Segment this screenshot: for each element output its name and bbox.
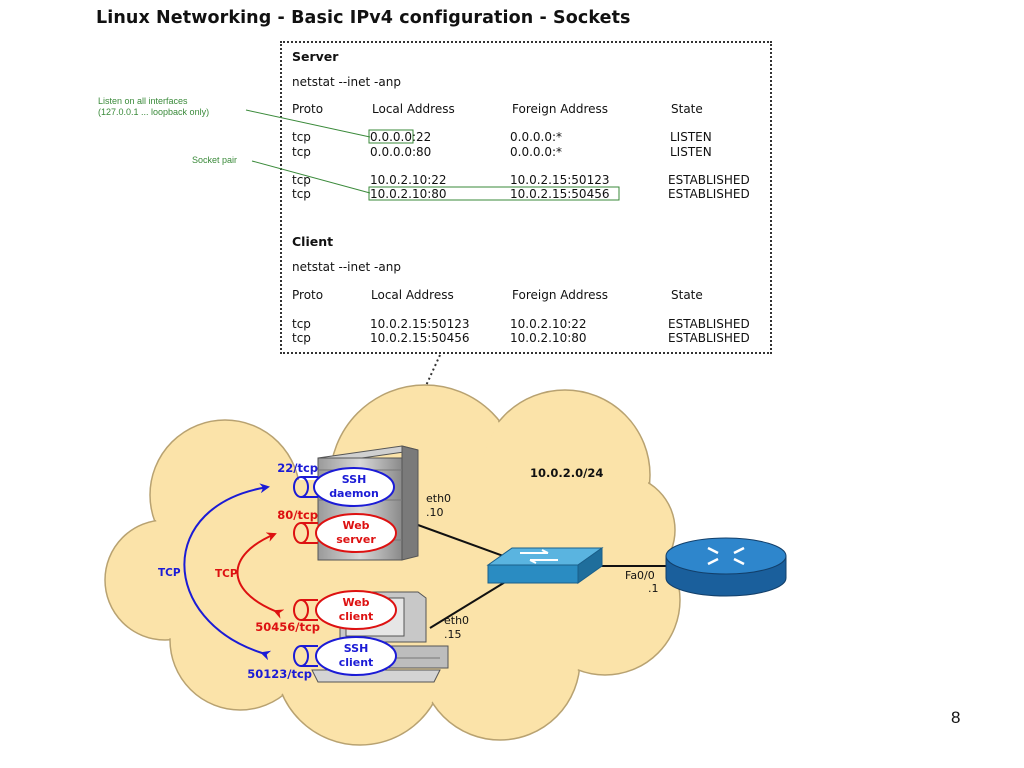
web-server-label-l2: server <box>336 533 376 546</box>
server-heading: Server <box>292 49 339 64</box>
server-row2-foreign: 0.0.0.0:* <box>510 145 563 159</box>
port-80-label: 80/tcp <box>277 508 318 522</box>
client-row2-state: ESTABLISHED <box>668 331 750 345</box>
server-iface-label: eth0 <box>426 492 451 505</box>
socket-pair-leader-line <box>251 160 371 194</box>
ssh-tcp-arrow <box>183 483 272 661</box>
switch-icon <box>486 547 604 584</box>
server-row2-local: 0.0.0.0:80 <box>370 145 432 159</box>
server-row1-local: 0.0.0.0:22 <box>370 130 432 144</box>
server-row4-state: ESTABLISHED <box>668 187 750 201</box>
server-row4-proto: tcp <box>292 187 311 201</box>
client-command: netstat --inet -anp <box>292 260 401 274</box>
ssh-daemon-label-l2: daemon <box>329 487 379 500</box>
web-client-process <box>293 590 397 630</box>
router-ip-label: .1 <box>648 582 659 595</box>
server-row1-foreign: 0.0.0.0:* <box>510 130 563 144</box>
server-header-local: Local Address <box>372 102 455 116</box>
ssh-daemon-label-l1: SSH <box>342 473 367 486</box>
netstat-output-box: Server netstat --inet -anp Proto Local A… <box>280 41 772 354</box>
client-ip-label: .15 <box>444 628 462 641</box>
slide-title: Linux Networking - Basic IPv4 configurat… <box>96 8 631 28</box>
server-command: netstat --inet -anp <box>292 75 401 89</box>
router-icon <box>665 537 787 597</box>
listen-leader-line <box>245 109 371 138</box>
client-row2-foreign: 10.0.2.10:80 <box>510 331 587 345</box>
client-row1-state: ESTABLISHED <box>668 317 750 331</box>
port-50456-label: 50456/tcp <box>255 620 320 634</box>
tcp-outer-label: TCP <box>158 567 181 579</box>
server-row2-proto: tcp <box>292 145 311 159</box>
ssh-daemon-process <box>293 467 395 507</box>
subnet-label: 10.0.2.0/24 <box>530 466 603 480</box>
client-row1-proto: tcp <box>292 317 311 331</box>
client-heading: Client <box>292 234 334 249</box>
web-client-label-l1: Web <box>342 596 369 609</box>
client-iface-label: eth0 <box>444 614 469 627</box>
listen-highlight-box <box>368 129 414 144</box>
server-header-proto: Proto <box>292 102 324 116</box>
listen-annotation-line1: Listen on all interfaces <box>98 96 188 106</box>
tcp-inner-label: TCP <box>215 568 238 580</box>
client-row2-local: 10.0.2.15:50456 <box>370 331 470 345</box>
client-header-state: State <box>671 288 703 302</box>
server-row2-state: LISTEN <box>670 145 712 159</box>
client-header-foreign: Foreign Address <box>512 288 609 302</box>
server-header-foreign: Foreign Address <box>512 102 609 116</box>
server-header-state: State <box>671 102 703 116</box>
ssh-client-label-l1: SSH <box>344 642 369 655</box>
ssh-client-process <box>293 636 397 676</box>
socket-pair-highlight-box <box>368 186 620 201</box>
web-server-label-l1: Web <box>342 519 369 532</box>
port-50123-label: 50123/tcp <box>247 667 312 681</box>
web-client-label-l2: client <box>339 610 374 623</box>
client-header-local: Local Address <box>371 288 454 302</box>
server-row3-local: 10.0.2.10:22 <box>370 173 447 187</box>
client-header-proto: Proto <box>292 288 324 302</box>
socket-pair-annotation: Socket pair <box>192 155 238 165</box>
client-row2-proto: tcp <box>292 331 311 345</box>
page-number: 8 <box>951 708 961 727</box>
router-iface-label: Fa0/0 <box>625 569 655 582</box>
server-row1-state: LISTEN <box>670 130 712 144</box>
server-row1-proto: tcp <box>292 130 311 144</box>
client-row1-foreign: 10.0.2.10:22 <box>510 317 587 331</box>
listen-annotation-line2: (127.0.0.1 ... loopback only) <box>98 107 210 117</box>
server-ip-label: .10 <box>426 506 444 519</box>
server-row3-state: ESTABLISHED <box>668 173 750 187</box>
web-server-process <box>293 513 397 553</box>
web-tcp-arrow <box>236 532 285 619</box>
server-row3-proto: tcp <box>292 173 311 187</box>
client-row1-local: 10.0.2.15:50123 <box>370 317 470 331</box>
server-row4-local: 10.0.2.10:80 <box>370 187 447 201</box>
server-row4-foreign: 10.0.2.15:50456 <box>510 187 610 201</box>
server-row3-foreign: 10.0.2.15:50123 <box>510 173 610 187</box>
port-22-label: 22/tcp <box>277 461 318 475</box>
ssh-client-label-l2: client <box>339 656 374 669</box>
